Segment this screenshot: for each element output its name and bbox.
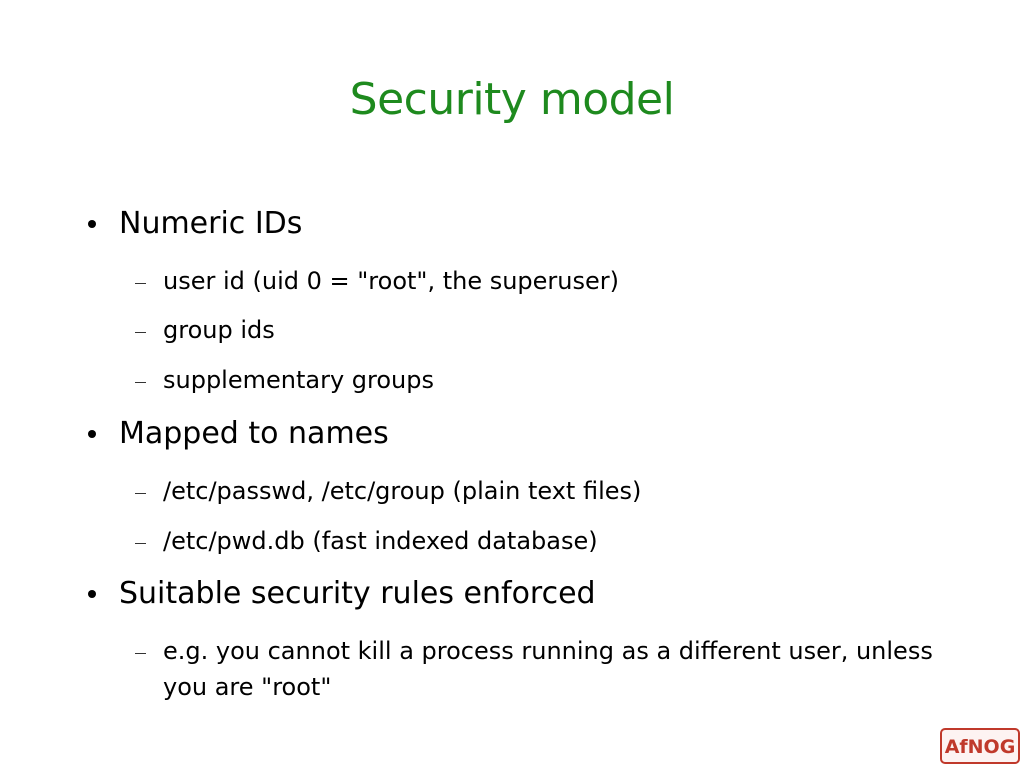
afnog-logo-text: AfNOG — [945, 736, 1016, 758]
bullet-dot-icon — [88, 590, 96, 598]
bullet-text: Suitable security rules enforced — [119, 576, 596, 611]
slide-title: Security model — [349, 74, 675, 125]
dash-icon — [135, 653, 146, 654]
sub-bullet-text: e.g. you cannot kill a process running a… — [163, 637, 933, 701]
afnog-logo-mark: AfNOG — [945, 736, 1016, 758]
sub-bullet-text: /etc/passwd, /etc/group (plain text file… — [163, 477, 642, 505]
sub-bullet-text: /etc/pwd.db (fast indexed database) — [163, 527, 598, 555]
sub-bullet-text: supplementary groups — [163, 366, 434, 394]
bullet-dot-icon — [88, 220, 96, 228]
bullet-text: Mapped to names — [119, 416, 389, 451]
sub-bullet-text: group ids — [163, 316, 275, 344]
dash-icon — [135, 493, 146, 494]
sub-bullet-text: user id (uid 0 = "root", the superuser) — [163, 267, 620, 295]
bullet-dot-icon — [88, 430, 96, 438]
dash-icon — [135, 283, 146, 284]
dash-icon — [135, 332, 146, 333]
afnog-logo: AfNOG — [940, 728, 1020, 764]
dash-icon — [135, 382, 146, 383]
dash-icon — [135, 543, 146, 544]
bullet-text: Numeric IDs — [119, 206, 303, 241]
